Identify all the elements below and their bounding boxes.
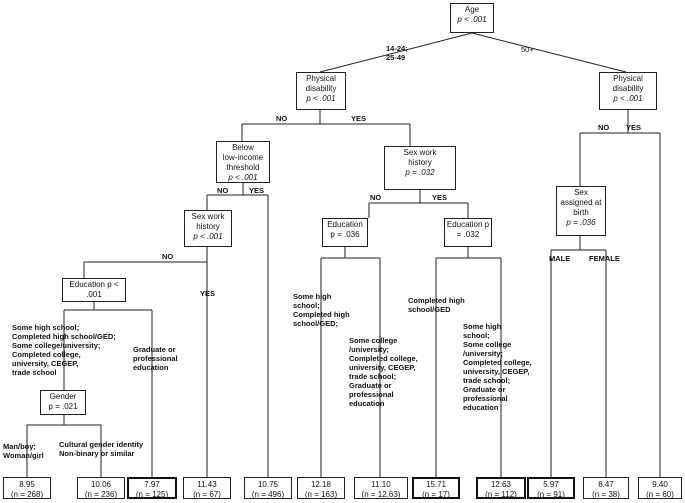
leaf-value: 9.40 [652,480,668,489]
node-p: p = .032 [405,168,435,177]
leaf-value: 11.43 [197,480,217,489]
edge-label-yes: YES [626,123,642,132]
node-low-income: Below low-income threshold p < .001 [216,141,270,183]
edge-label-gender-a: Man/boy; Woman/girl [3,442,44,460]
leaf-n: (n = 236) [84,490,118,499]
leaf-node: 9.40 (n = 60) [638,477,682,499]
node-label-line: history [408,158,432,167]
leaf-value: 15.71 [425,480,447,489]
leaf-n: (n = 112) [485,490,517,499]
node-label-line: Sex work [403,148,437,157]
node-label-line: birth [573,208,589,217]
node-age-p: p < .001 [457,15,487,24]
edge-label-yes: YES [200,289,216,298]
node-education-left: Education p < .001 [62,278,126,302]
leaf-n: (n = 60) [646,490,674,499]
edge-label-education-mid1-b: Some college /university; Completed coll… [349,336,418,408]
edge-label-education-mid2-b: Some high school; Some college /universi… [463,322,532,412]
leaf-n: (n = 67) [193,490,221,499]
node-label-line: Physical [613,74,643,83]
node-age-label: Age [464,5,480,14]
edge-label-age-left: 14-24; 25-49 [386,44,408,62]
node-p: p < .001 [228,173,258,182]
leaf-n: (n = 496) [251,490,285,499]
leaf-n: (n = 163) [304,490,338,499]
leaf-value: 11.10 [371,480,391,489]
leaf-n: (n = 17) [422,490,450,499]
node-education-mid2: Education p = .032 [444,218,492,247]
edge-label-education-left-b: Graduate or professional education [133,345,178,372]
node-gender: Gender p = .021 [40,390,86,415]
node-label-line: Sex work [191,212,225,221]
node-age: Age p < .001 [450,3,494,33]
leaf-n: (n = 125) [135,490,169,499]
leaf-node: 5.97 (n = 91) [527,477,575,499]
node-label-line: p = .021 [48,402,78,411]
leaf-value: 10.75 [257,480,279,489]
edge-label-male: MALE [549,254,571,263]
node-p: p < .001 [613,94,643,103]
node-label-line: disability [612,84,644,93]
node-label-line: low-income [222,153,264,162]
leaf-value: 12.63 [490,480,512,489]
edge-label-no: NO [598,123,610,132]
node-p: p < .001 [193,232,223,241]
leaf-value: 12.18 [310,480,332,489]
node-sex-work-mid: Sex work history p = .032 [384,146,456,190]
edge-label-yes: YES [351,114,367,123]
edge-label-yes: YES [432,193,448,202]
node-label-line: Gender [49,392,77,401]
node-label-line: Education p < .001 [69,280,119,299]
edge-label-no: NO [217,186,229,195]
edge-label-no: NO [276,114,288,123]
leaf-n: (n = 91) [537,490,565,499]
node-education-mid1: Education p = .036 [322,218,368,247]
edge-label-no: NO [370,193,382,202]
node-physical-disability-left: Physical disability p < .001 [296,72,346,110]
node-physical-disability-right: Physical disability p < .001 [599,72,657,110]
leaf-value: 8.95 [19,480,35,489]
node-sex-assigned-birth: Sex assigned at birth p = .036 [556,186,606,236]
leaf-value: 8.47 [598,480,614,489]
leaf-node: 8.95 (n = 268) [3,477,51,499]
leaf-node: 12.18 (n = 163) [297,477,345,499]
leaf-n: (n = 38) [592,490,620,499]
leaf-node: 10.75 (n = 496) [244,477,292,499]
leaf-node: 11.43 (n = 67) [183,477,231,499]
leaf-node: 12.63 (n = 112) [476,477,526,499]
node-p: p = .036 [566,218,596,227]
leaf-value: 10.06 [90,480,112,489]
node-label-line: Education p = .032 [446,220,490,239]
node-label-line: assigned at [560,198,602,207]
leaf-value: 5.97 [543,480,559,489]
leaf-node: 7.97 (n = 125) [127,477,177,499]
edge-label-education-mid1-a: Some high school; Completed high school/… [293,292,350,328]
leaf-n: (n = 12.63) [361,490,401,499]
edge-label-gender-b: Cultural gender identity Non-binary or s… [59,440,144,458]
leaf-n: (n = 268) [10,490,44,499]
leaf-value: 7.97 [144,480,160,489]
leaf-node: 11.10 (n = 12.63) [354,477,408,499]
node-label-line: Sex [574,188,588,197]
node-label-line: threshold [226,163,260,172]
leaf-node: 8.47 (n = 38) [583,477,629,499]
edge-label-yes: YES [249,186,265,195]
node-sex-work-left: Sex work history p < .001 [184,210,232,247]
leaf-node: 15.71 (n = 17) [412,477,460,499]
edge-label-no: NO [162,252,174,261]
edge-label-age-right: 50+ [521,45,534,54]
edge-label-education-left-a: Some high school; Completed high school/… [12,323,116,377]
node-label-line: history [196,222,220,231]
node-label-line: Physical [306,74,336,83]
leaf-node: 10.06 (n = 236) [77,477,125,499]
edge-label-education-mid2-a: Completed high school/GED [408,296,465,314]
node-label-line: Below [232,143,254,152]
node-label-line: disability [305,84,337,93]
edge-label-female: FEMALE [589,254,620,263]
node-p: p < .001 [306,94,336,103]
node-label-line: Education p = .036 [327,220,363,239]
